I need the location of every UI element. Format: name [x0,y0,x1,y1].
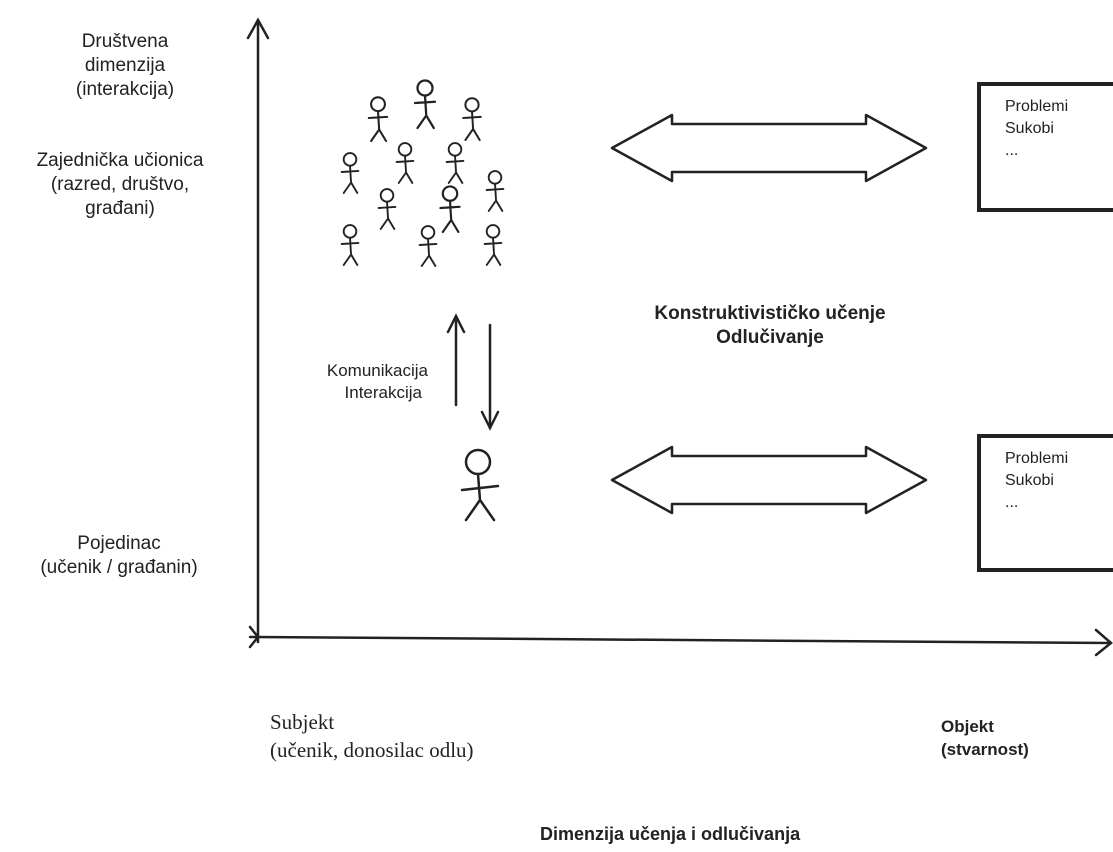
double-arrow-top [610,113,928,183]
double-arrow-bottom [610,445,928,515]
box-top-line2: Sukobi [1005,120,1054,137]
x-label-object-line2: (stvarnost) [941,740,1029,759]
communication-label: Komunikacija Interakcija [298,360,428,404]
y-label-middle-line1: Zajednička učionica [36,150,204,171]
x-label-object: Objekt (stvarnost) [941,715,1101,761]
stick-figure-crowd-icon [340,79,505,267]
y-label-individual: Pojedinac (učenik / građanin) [0,532,238,580]
box-bottom-line3: ... [1005,494,1019,511]
problems-box-top: Problemi Sukobi ... [977,82,1113,212]
x-label-object-line1: Objekt [941,717,994,736]
x-axis [248,625,1113,657]
diagram-caption: Dimenzija učenja i odlučivanja [540,824,801,844]
x-label-subject-line1: Subjekt [270,710,335,734]
y-axis [246,17,270,644]
y-label-middle-line3: građani) [85,198,155,219]
box-bottom-line2: Sukobi [1005,472,1054,489]
center-label-line2: Odlučivanje [716,327,824,348]
y-label-common-classroom: Zajednička učionica (razred, društvo, gr… [0,149,240,221]
box-bottom-line1: Problemi [1005,450,1069,467]
y-label-top-line3: (interakcija) [75,79,175,100]
box-top-line3: ... [1005,142,1019,159]
stick-figure-icon [460,448,500,522]
y-label-bottom-line2: (učenik / građanin) [40,557,198,578]
y-label-top-line1: Društvena [81,31,169,52]
x-label-subject: Subjekt (učenik, donosilac odlu) [270,708,590,764]
center-label: Konstruktivističko učenje Odlučivanje [600,302,940,350]
y-label-middle-line2: (razred, društvo, [50,174,190,195]
communication-line1: Komunikacija [326,361,428,380]
communication-line2: Interakcija [344,383,422,402]
center-label-line1: Konstruktivističko učenje [654,303,886,324]
y-label-bottom-line1: Pojedinac [77,533,161,554]
y-label-social-dimension: Društvena dimenzija (interakcija) [30,30,220,102]
problems-box-bottom: Problemi Sukobi ... [977,434,1113,572]
communication-up-arrow [446,313,466,407]
communication-down-arrow [480,323,500,431]
x-label-subject-line2: (učenik, donosilac odlu) [270,738,474,762]
y-label-top-line2: dimenzija [84,55,166,76]
box-top-line1: Problemi [1005,98,1069,115]
